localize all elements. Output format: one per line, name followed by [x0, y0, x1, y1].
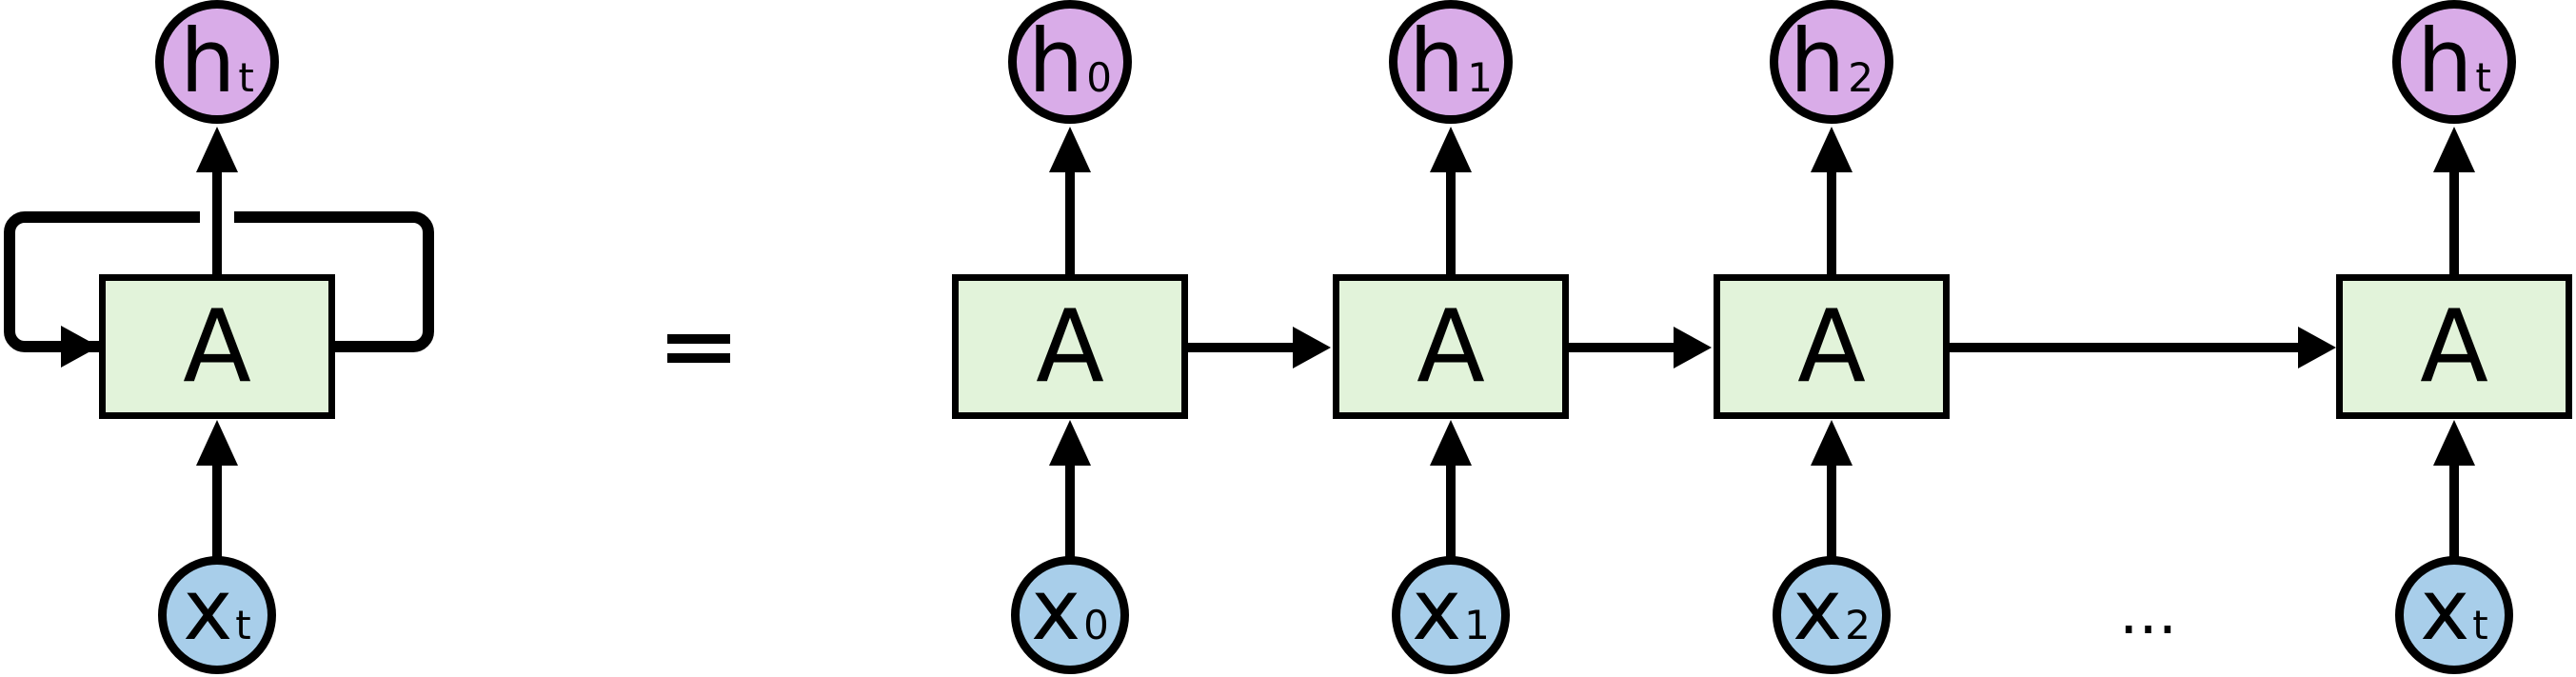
input-arrowhead-icon [1049, 420, 1091, 466]
output-arrow-stem [212, 169, 222, 274]
output-arrowhead-icon [2433, 127, 2475, 172]
output-arrowhead-icon [1430, 127, 1472, 172]
rnn-cell-box: A [1333, 274, 1569, 419]
hidden-state-node: ht [2392, 0, 2516, 124]
cell-label: A [183, 288, 251, 405]
input-arrowhead-icon [1430, 420, 1472, 466]
state-arrow-stem [1950, 343, 2300, 352]
input-node: x1 [1392, 556, 1510, 674]
subscript: 2 [1848, 53, 1874, 101]
hidden-state-node: ht [155, 0, 279, 124]
output-arrowhead-icon [196, 127, 238, 172]
ellipsis-label: ... [2119, 578, 2178, 648]
equals-sign-bar [667, 353, 730, 363]
subscript: 1 [1464, 601, 1490, 648]
hidden-state-label: h0 [1027, 10, 1113, 112]
rnn-cell-box: A [2336, 274, 2572, 419]
input-node: x2 [1773, 556, 1891, 674]
input-arrow-stem [1065, 464, 1075, 560]
input-arrow-stem [1446, 464, 1456, 560]
input-node: x0 [1011, 556, 1129, 674]
subscript: 2 [1845, 601, 1871, 648]
output-arrowhead-icon [1049, 127, 1091, 172]
output-arrowhead-icon [1811, 127, 1853, 172]
input-label: x0 [1031, 560, 1109, 659]
input-arrow-stem [2449, 464, 2459, 560]
input-label: xt [183, 560, 251, 659]
unrolled-cell-2: A h2 x2 [1714, 0, 1950, 677]
input-label: x2 [1793, 560, 1871, 659]
input-arrowhead-icon [196, 420, 238, 466]
rnn-cell-box: A [99, 274, 335, 419]
subscript: 0 [1083, 601, 1109, 648]
hidden-state-node: h2 [1770, 0, 1893, 124]
input-label: x1 [1412, 560, 1490, 659]
input-node: xt [2395, 556, 2513, 674]
subscript: t [2472, 601, 2488, 648]
unrolled-cell-1: A h1 x1 [1333, 0, 1569, 677]
hidden-state-node: h1 [1389, 0, 1513, 124]
output-arrow-stem [1065, 169, 1075, 274]
input-arrow-stem [212, 464, 222, 560]
state-arrow-stem [1188, 343, 1295, 352]
rnn-cell-box: A [952, 274, 1188, 419]
equals-sign: = [667, 324, 730, 373]
input-arrowhead-icon [1811, 420, 1853, 466]
cell-label: A [1036, 288, 1104, 405]
cell-label: A [1417, 288, 1485, 405]
hidden-state-node: h0 [1008, 0, 1132, 124]
cell-label: A [2420, 288, 2488, 405]
cell-label: A [1797, 288, 1866, 405]
output-arrow-stem [1446, 169, 1456, 274]
input-node: xt [158, 556, 276, 674]
subscript: t [235, 601, 251, 648]
state-arrowhead-icon [1674, 327, 1712, 368]
subscript: t [238, 53, 254, 101]
state-arrowhead-icon [1293, 327, 1331, 368]
subscript: 1 [1467, 53, 1494, 101]
input-label: xt [2420, 560, 2488, 659]
unrolled-cell-0: A h0 x0 [952, 0, 1188, 677]
hidden-state-label: h2 [1789, 10, 1874, 112]
subscript: 0 [1086, 53, 1113, 101]
hidden-state-label: ht [180, 10, 254, 112]
subscript: t [2475, 53, 2491, 101]
state-arrowhead-icon [2298, 327, 2336, 368]
input-arrow-stem [1827, 464, 1836, 560]
output-arrow-stem [2449, 169, 2459, 274]
equals-sign-bar [667, 334, 730, 344]
output-arrow-stem [1827, 169, 1836, 274]
rolled-rnn-cell: A ht xt [4, 0, 434, 677]
recurrent-loop-arrowhead-icon [61, 326, 99, 368]
hidden-state-label: ht [2417, 10, 2491, 112]
input-arrowhead-icon [2433, 420, 2475, 466]
rnn-cell-box: A [1714, 274, 1950, 419]
hidden-state-label: h1 [1408, 10, 1494, 112]
state-arrow-stem [1569, 343, 1675, 352]
unrolled-cell-t: A ht xt [2336, 0, 2572, 677]
